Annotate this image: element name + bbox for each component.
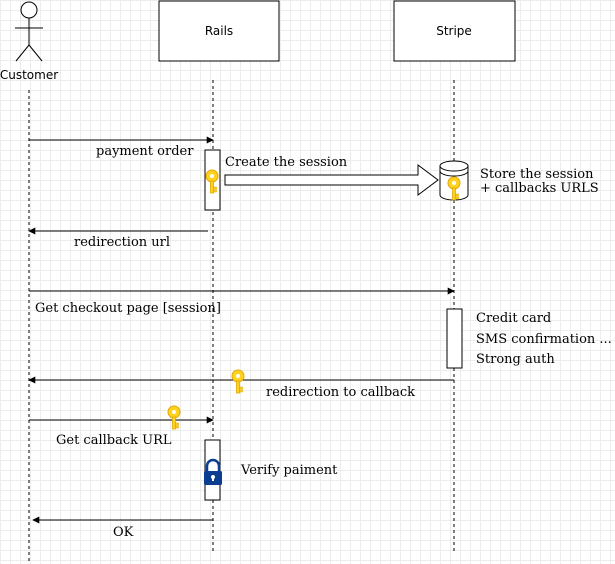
ok-label: OK: [113, 525, 134, 540]
rails-participant-box: [158, 0, 280, 62]
actor-icon: [15, 1, 43, 62]
verify-payment-label: Verify paiment: [240, 463, 338, 478]
key-icon: [167, 405, 181, 430]
payment-order-label: payment order: [96, 144, 194, 159]
get-callback-label: Get callback URL: [56, 433, 172, 448]
stripe-activation: [446, 308, 463, 369]
strong-auth-label: Strong auth: [476, 352, 555, 367]
stripe-participant-box: [393, 0, 516, 62]
key-icon: [231, 369, 245, 394]
redirection-url-label: redirection url: [74, 235, 170, 250]
store-session-label-line2: + callbacks URLS: [480, 181, 599, 196]
create-session-arrow: [224, 164, 439, 196]
padlock-icon: [204, 458, 222, 485]
sms-confirmation-label: SMS confirmation ...: [476, 332, 612, 347]
store-session-label-line1: Store the session: [480, 167, 594, 182]
redirection-callback-label: redirection to callback: [266, 385, 415, 400]
rails-label: Rails: [205, 24, 233, 38]
credit-card-label: Credit card: [476, 311, 551, 326]
stripe-label: Stripe: [436, 24, 472, 38]
customer-label: Customer: [0, 68, 58, 82]
get-checkout-label: Get checkout page [session]: [35, 301, 221, 316]
create-session-label: Create the session: [225, 155, 348, 170]
